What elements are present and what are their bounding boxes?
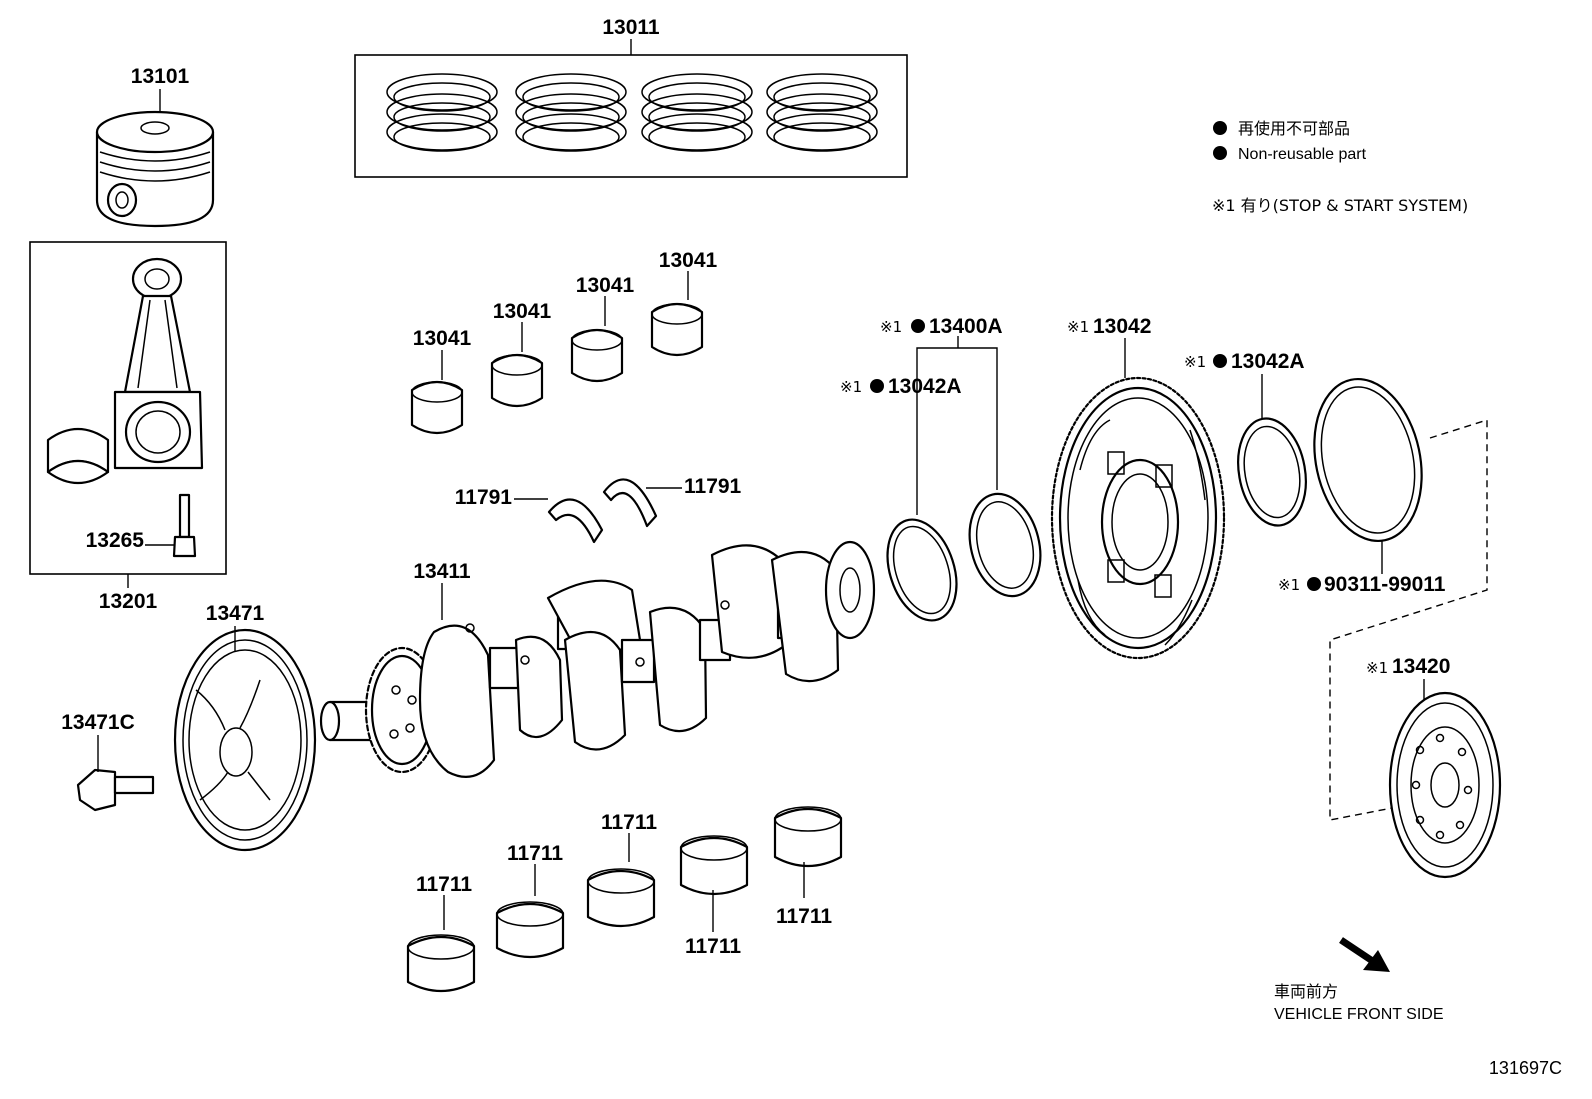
label-conrod-bolt: 13265 xyxy=(86,529,145,552)
conrod-bearing-shell[interactable] xyxy=(46,428,110,484)
pulley-bolt[interactable] xyxy=(76,768,155,812)
conrod-bearing-4[interactable] xyxy=(650,302,704,357)
label-main-bearing-1: 11711 xyxy=(416,873,472,896)
label-thrust-washer-left: 11791 xyxy=(455,486,513,509)
label-thrust-washer-right: 11791 xyxy=(684,475,742,498)
label-main-bearing-4: 11711 xyxy=(685,935,741,958)
conrod-bolt[interactable] xyxy=(172,493,197,558)
label-conrod-assy: 13201 xyxy=(99,590,158,613)
label-gear-ring-right: 13042A xyxy=(1231,350,1305,373)
conrod-bearing-2[interactable] xyxy=(490,353,544,408)
label-crankshaft: 13411 xyxy=(413,560,471,583)
gear-ring-right-bearing[interactable] xyxy=(959,486,1050,603)
legend-dot-2 xyxy=(1213,146,1227,160)
label-pulley: 13471 xyxy=(206,602,265,625)
label-ring-gear: 13042 xyxy=(1093,315,1151,338)
note-mark-damper: ※1 xyxy=(1366,659,1388,677)
piston-ring-set[interactable] xyxy=(386,73,878,152)
note-mark-gear-ring-right: ※1 xyxy=(1184,353,1206,371)
oil-seal[interactable] xyxy=(1300,369,1436,551)
torsional-damper[interactable] xyxy=(1388,691,1502,879)
piston[interactable] xyxy=(95,110,215,228)
note-mark-gear-set: ※1 xyxy=(880,318,902,336)
ring-gear[interactable] xyxy=(1050,376,1226,660)
main-bearing-4[interactable] xyxy=(679,835,749,895)
main-bearing-1[interactable] xyxy=(406,934,476,992)
non-reusable-dot-gear-ring-right xyxy=(1213,354,1227,368)
note-mark-ring-gear: ※1 xyxy=(1067,318,1089,336)
note-mark-gear-ring-left: ※1 xyxy=(840,378,862,396)
gear-ring-right[interactable] xyxy=(1230,413,1314,531)
non-reusable-dot-gear-set xyxy=(911,319,925,333)
main-bearing-3[interactable] xyxy=(586,868,656,927)
label-pulley-bolt: 13471C xyxy=(61,711,135,734)
connecting-rod[interactable] xyxy=(113,257,204,470)
conrod-bearing-3[interactable] xyxy=(570,328,624,383)
damper-connector xyxy=(1329,419,1488,821)
legend-footnote: ※1 有り(STOP & START SYSTEM) xyxy=(1212,196,1468,215)
label-conrod-bearing-2: 13041 xyxy=(493,300,552,323)
label-damper: 13420 xyxy=(1392,655,1450,678)
legend-line-1: 再使用不可部品 xyxy=(1238,119,1350,138)
label-ring-set: 13011 xyxy=(602,16,660,39)
label-gear-ring-left: 13042A xyxy=(888,375,962,398)
crankshaft-pulley[interactable] xyxy=(173,628,317,852)
main-bearing-5[interactable] xyxy=(773,806,843,867)
thrust-washer-left[interactable] xyxy=(547,498,604,544)
label-conrod-bearing-1: 13041 xyxy=(413,327,472,350)
label-conrod-bearing-3: 13041 xyxy=(576,274,635,297)
label-piston: 13101 xyxy=(131,65,190,88)
main-bearing-2[interactable] xyxy=(495,901,565,958)
label-main-bearing-2: 11711 xyxy=(507,842,563,865)
legend-line-2: Non-reusable part xyxy=(1238,146,1367,163)
thrust-washer-right[interactable] xyxy=(602,478,658,528)
label-main-bearing-3: 11711 xyxy=(601,811,657,834)
label-gear-set: 13400A xyxy=(929,315,1003,338)
label-oil-seal: 90311-99011 xyxy=(1324,573,1446,596)
front-direction-arrow-icon xyxy=(1339,937,1390,972)
crankshaft[interactable] xyxy=(319,540,876,778)
conrod-bearing-1[interactable] xyxy=(410,380,464,435)
note-mark-oil-seal: ※1 xyxy=(1278,576,1300,594)
non-reusable-dot-oil-seal xyxy=(1307,577,1321,591)
gear-set-bracket xyxy=(916,347,998,515)
non-reusable-dot-gear-ring-left xyxy=(870,379,884,393)
direction-line-2: VEHICLE FRONT SIDE xyxy=(1274,1006,1444,1023)
diagram-code: 131697C xyxy=(1489,1058,1562,1078)
direction-line-1: 車両前方 xyxy=(1274,982,1338,1001)
legend-dot-1 xyxy=(1213,121,1227,135)
label-main-bearing-5: 11711 xyxy=(776,905,832,928)
gear-ring-left[interactable] xyxy=(875,511,968,630)
label-conrod-bearing-4: 13041 xyxy=(659,249,718,272)
